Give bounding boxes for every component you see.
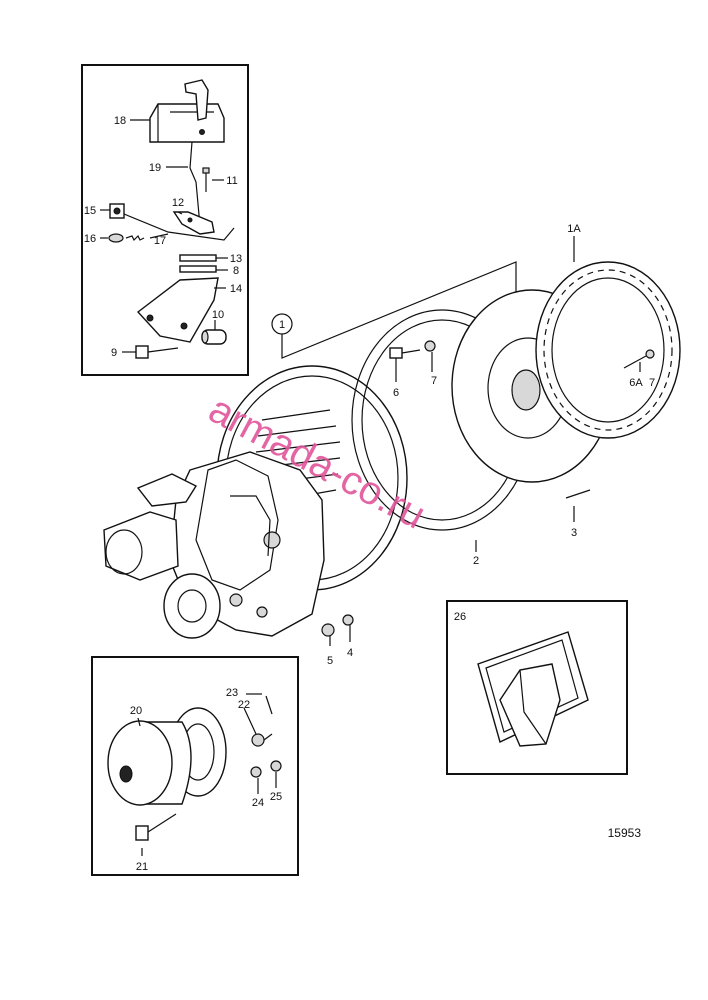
callout-9: 9 [111, 347, 117, 359]
callout-10: 10 [212, 309, 224, 321]
callout-3: 3 [571, 527, 577, 539]
callout-labels: 1 1A 2 3 4 5 6 6A 7 7 8 9 10 11 12 13 14… [84, 115, 655, 873]
callout-26: 26 [454, 611, 466, 623]
callout-circle-1 [271, 313, 293, 335]
control-lever-inset [81, 64, 249, 376]
callout-7-left: 7 [431, 375, 437, 387]
callout-11: 11 [226, 175, 237, 187]
callout-5: 5 [327, 655, 333, 667]
housing-vent-pattern [255, 409, 341, 501]
callout-16: 16 [84, 233, 96, 245]
callout-24: 24 [252, 797, 264, 809]
callout-1: 1 [279, 319, 285, 331]
callout-23: 23 [226, 687, 238, 699]
figure-number: 15953 [608, 826, 642, 840]
callout-25: 25 [270, 791, 282, 803]
gearbox-assembly [103, 236, 681, 646]
callout-13: 13 [230, 253, 242, 265]
callout-8: 8 [233, 265, 239, 277]
callout-14: 14 [230, 283, 242, 295]
callout-20: 20 [130, 705, 142, 717]
callout-4: 4 [347, 647, 353, 659]
callout-2: 2 [473, 555, 479, 567]
callout-6A: 6A [629, 377, 643, 389]
callout-19: 19 [149, 162, 161, 174]
callout-21: 21 [136, 861, 148, 873]
callout-17: 17 [154, 235, 166, 247]
pulley-inset [91, 656, 299, 876]
callout-18: 18 [114, 115, 126, 127]
callout-1A: 1A [567, 223, 581, 235]
callout-15: 15 [84, 205, 96, 217]
mount-bracket-inset [446, 600, 628, 775]
callout-6: 6 [393, 387, 399, 399]
callout-12: 12 [172, 197, 184, 209]
callout-7-right: 7 [649, 377, 655, 389]
callout-22: 22 [238, 699, 250, 711]
damper-ring [535, 261, 681, 439]
